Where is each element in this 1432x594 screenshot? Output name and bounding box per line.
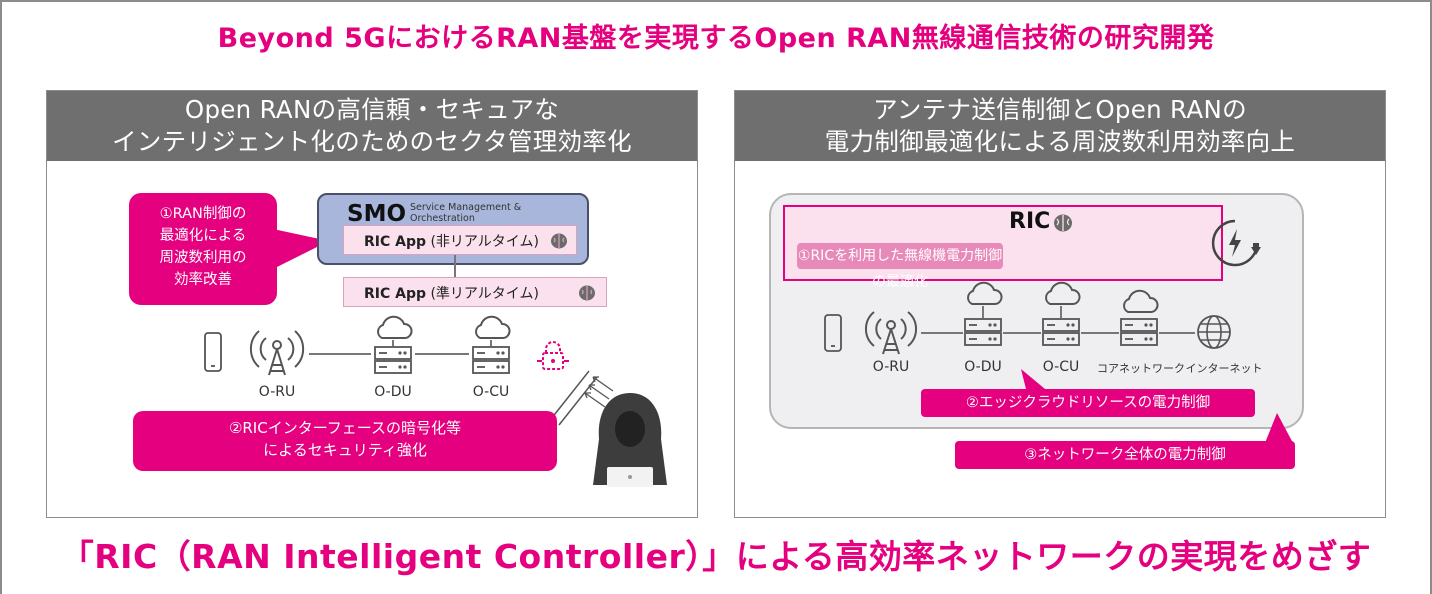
right-panel: アンテナ送信制御とOpen RANの 電力制御最適化による周波数利用効率向上 R… — [734, 90, 1386, 518]
node-label-oru: O-RU — [258, 384, 296, 400]
callout-pointer — [1021, 369, 1045, 393]
callout-pointer — [1265, 413, 1293, 443]
right-header-line2: 電力制御最適化による周波数利用効率向上 — [824, 127, 1296, 156]
connector-vertical — [1060, 306, 1062, 318]
ric-app-nearrt-text: RIC App (準リアルタイム) — [364, 283, 539, 303]
callout-edge-cloud: ②エッジクラウドリソースの電力制御 — [921, 389, 1255, 417]
connector-vertical — [392, 340, 394, 346]
cloud-icon — [1045, 281, 1081, 305]
right-panel-header: アンテナ送信制御とOpen RANの 電力制御最適化による周波数利用効率向上 — [735, 91, 1385, 161]
connector-vertical — [454, 255, 456, 277]
callout-security-line2: によるセキュリティ強化 — [263, 441, 427, 459]
firewall-icon — [550, 370, 614, 426]
antenna-tower-icon — [249, 330, 305, 376]
left-header-line1: Open RANの高信頼・セキュアな — [184, 95, 560, 124]
ric-title: RIC — [1009, 209, 1051, 234]
node-label-oru: O-RU — [872, 359, 910, 375]
right-header-line1: アンテナ送信制御とOpen RANの — [873, 95, 1247, 124]
callout-line: 周波数利用の — [159, 250, 247, 266]
callout-line: 最適化による — [159, 228, 247, 244]
node-label-ocu: O-CU — [1042, 359, 1080, 375]
ric-app-mode: (非リアルタイム) — [430, 234, 539, 250]
hacker-icon — [593, 393, 667, 487]
cloud-icon — [475, 315, 511, 339]
callout-security-line1: ②RICインターフェースの暗号化等 — [228, 419, 462, 437]
link-line — [415, 353, 469, 355]
left-panel-header: Open RANの高信頼・セキュアな インテリジェント化のためのセクタ管理効率化 — [47, 91, 697, 161]
brain-icon — [551, 233, 567, 249]
smo-subtitle-line2: Orchestration — [410, 213, 475, 224]
smartphone-icon — [204, 332, 222, 372]
main-title: Beyond 5GにおけるRAN基盤を実現するOpen RAN無線通信技術の研究… — [217, 23, 1215, 54]
smartphone-icon — [824, 314, 842, 352]
globe-icon — [1197, 315, 1231, 349]
callout-ran-control: ①RAN制御の 最適化による 周波数利用の 効率改善 — [129, 193, 277, 305]
cloud-icon — [377, 315, 413, 339]
ric-app-label: RIC App — [364, 234, 427, 250]
server-icon — [472, 346, 510, 374]
server-icon — [374, 346, 412, 374]
ric-app-nonrt: RIC App (非リアルタイム) — [343, 225, 577, 255]
callout-network-wide: ③ネットワーク全体の電力制御 — [955, 441, 1295, 469]
smo-subtitle-line1: Service Management & — [410, 202, 522, 213]
antenna-tower-icon — [864, 311, 918, 355]
cloud-icon — [967, 281, 1003, 305]
ric-app-nearrt: RIC App (準リアルタイム) — [343, 277, 607, 307]
callout-line: 効率改善 — [174, 272, 232, 288]
server-icon — [1042, 318, 1080, 346]
cloud-icon — [1123, 289, 1159, 313]
callout-line: ①RAN制御の — [159, 206, 247, 222]
brain-icon — [1054, 214, 1072, 232]
smo-title: SMO — [347, 201, 407, 227]
node-label-odu: O-DU — [964, 359, 1002, 375]
left-header-line2: インテリジェント化のためのセクタ管理効率化 — [112, 127, 632, 156]
connector-vertical — [490, 340, 492, 346]
brain-icon — [579, 285, 595, 301]
server-icon — [964, 318, 1002, 346]
ric-app-label: RIC App — [364, 286, 427, 302]
ric-app-nonrt-text: RIC App (非リアルタイム) — [364, 231, 539, 251]
ric-app-mode: (準リアルタイム) — [430, 286, 539, 302]
power-save-icon — [1211, 219, 1261, 267]
left-panel: Open RANの高信頼・セキュアな インテリジェント化のためのセクタ管理効率化… — [46, 90, 698, 518]
smo-subtitle: Service Management & Orchestration — [410, 202, 521, 224]
node-label-odu: O-DU — [374, 384, 412, 400]
node-label-core: コアネットワーク — [1097, 362, 1185, 375]
ric-optimization-pill: ①RICを利用した無線機電力制御の最適化 — [797, 243, 1003, 290]
node-label-internet: インターネット — [1185, 362, 1263, 375]
bottom-title: 「RIC（RAN Intelligent Controller）」による高効率ネ… — [60, 537, 1372, 576]
callout-pointer — [273, 229, 329, 269]
link-line — [921, 332, 963, 334]
link-line — [309, 353, 371, 355]
lock-icon — [537, 341, 569, 370]
link-line — [1081, 332, 1119, 334]
connector-vertical — [982, 306, 984, 318]
node-label-ocu: O-CU — [472, 384, 510, 400]
server-icon — [1120, 318, 1158, 346]
link-line — [1003, 332, 1041, 334]
link-line — [1159, 332, 1195, 334]
callout-security: ②RICインターフェースの暗号化等 によるセキュリティ強化 — [133, 411, 557, 471]
